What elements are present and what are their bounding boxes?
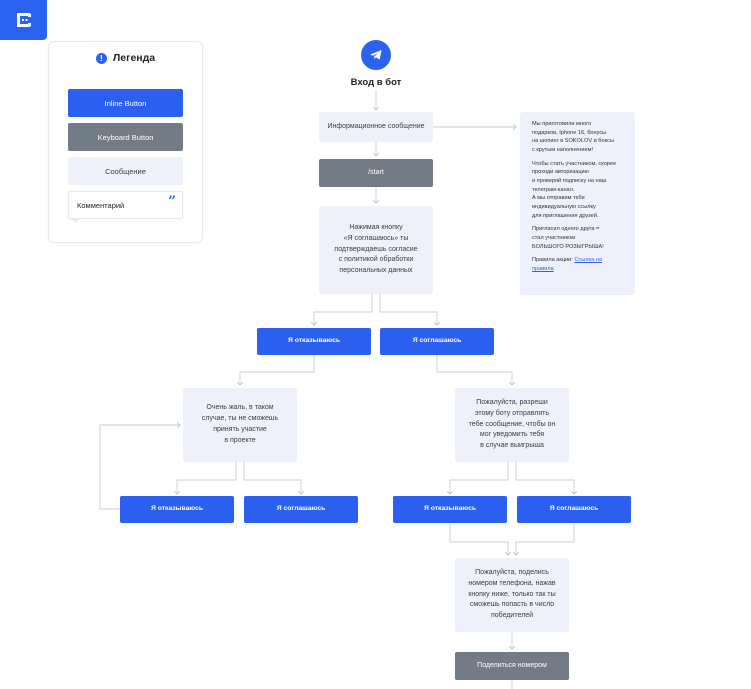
notify-message-node: Пожалуйста, разреши этому боту отправлят… [455, 388, 569, 462]
info-rules: Правила акции: Ссылка на правила [532, 256, 625, 273]
agree-button[interactable]: Я соглашаюсь [380, 328, 494, 355]
info-message-node: Информационное сообщение [319, 112, 433, 142]
info-paragraph-invite: Пригласил одного друга = стал участником… [532, 226, 604, 250]
legend-comment: Комментарий ” [68, 191, 183, 223]
start-label: Вход в бот [350, 77, 402, 88]
notify-agree-button[interactable]: Я соглашаюсь [517, 496, 631, 523]
decline-button[interactable]: Я отказываюсь [257, 328, 371, 355]
info-paragraph-participate: Чтобы стать участником, скорее проходи а… [532, 160, 617, 219]
notify-decline-button[interactable]: Я отказываюсь [393, 496, 507, 523]
sorry-decline-button[interactable]: Я отказываюсь [120, 496, 234, 523]
telegram-icon [361, 40, 391, 70]
legend-message: Сообщение [68, 157, 183, 185]
phone-message-node: Пожалуйста, поделись номером телефона, н… [455, 558, 569, 632]
legend-inline-button: Inline Button [68, 89, 183, 117]
quote-icon: ” [167, 194, 176, 210]
start-command-button[interactable]: /start [319, 159, 433, 187]
chat-logo-icon [16, 13, 31, 27]
info-paragraph-gifts: Мы приготовили много подарков, Iphone 16… [532, 121, 614, 153]
consent-message-node: Нажимая кнопку «Я соглашаюсь» ты подтвер… [319, 206, 433, 294]
comment-tail [71, 218, 79, 223]
info-detail-box: Мы приготовили много подарков, Iphone 16… [520, 112, 635, 295]
legend-panel: ! Легенда Inline Button Keyboard Button … [48, 41, 203, 243]
sorry-agree-button[interactable]: Я соглашаюсь [244, 496, 358, 523]
brand-logo[interactable] [0, 0, 47, 40]
legend-title-text: Легенда [112, 52, 156, 64]
info-icon: ! [95, 52, 107, 64]
legend-keyboard-button: Keyboard Button [68, 123, 183, 151]
sorry-message-node: Очень жаль, в таком случае, ты не сможеш… [183, 388, 297, 462]
legend-title: ! Легенда [49, 52, 202, 64]
legend-comment-label: Комментарий [77, 200, 125, 210]
rules-prefix: Правила акции: [532, 257, 575, 264]
rules-link[interactable]: Ссылка на правила [532, 257, 602, 272]
share-phone-button[interactable]: Поделиться номером [455, 652, 569, 680]
